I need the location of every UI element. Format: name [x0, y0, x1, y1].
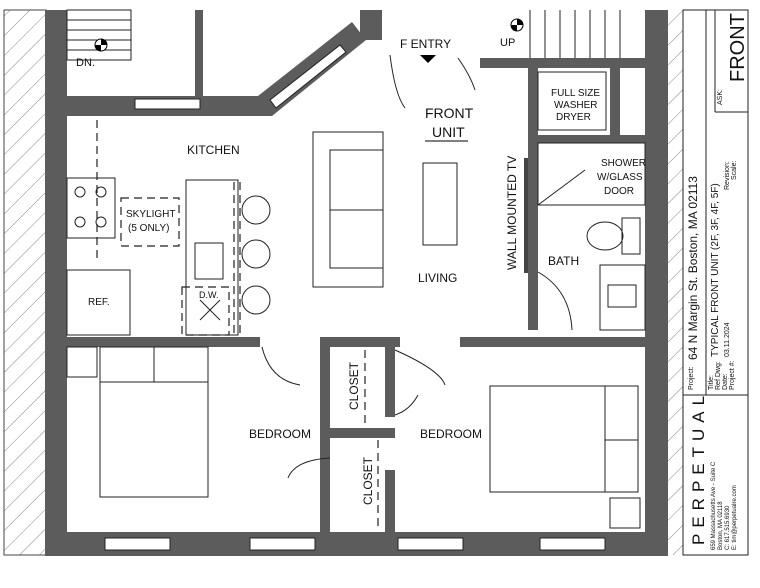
unit-label-2: UNIT — [432, 124, 465, 140]
walls — [45, 10, 668, 556]
refrigerator — [66, 269, 131, 336]
stair-down — [66, 9, 132, 61]
closet-2-label: CLOSET — [361, 456, 375, 505]
dishwasher — [181, 286, 230, 336]
kitchen-label: KITCHEN — [187, 143, 240, 157]
project-label: Project: — [688, 366, 695, 390]
bedroom-left-label: BEDROOM — [249, 427, 311, 441]
ask-label: ASK: — [717, 89, 724, 105]
ref-label: REF. — [88, 297, 110, 308]
bedroom-right-label: BEDROOM — [420, 427, 482, 441]
firm-logo: PERPETUAL — [689, 390, 708, 545]
firm-address-2: Boston, MA 02118 — [718, 501, 724, 550]
washer-label-1: FULL SIZE — [551, 88, 600, 99]
date-label: Date: — [722, 373, 729, 390]
ask-value: FRONT — [727, 13, 749, 82]
tv-label: WALL MOUNTED TV — [505, 156, 519, 270]
ref-dwg-label: Ref Dwg: — [715, 361, 722, 390]
drawing-title: TYPICAL FRONT UNIT (2F, 3F, 4F, 5F) — [710, 183, 721, 357]
project-no-label: Project #: — [729, 360, 736, 390]
skylight-label-2: (5 ONLY) — [128, 223, 170, 234]
title-block: Project: 64 N Margin St. Boston, MA 0211… — [682, 9, 749, 556]
exterior-hatch-left — [3, 9, 47, 556]
kitchen-sink — [194, 242, 224, 280]
stair-up-label: UP — [500, 37, 515, 49]
vanity — [599, 264, 646, 331]
stair-down-label: DN. — [76, 57, 95, 69]
project-address: 64 N Margin St. Boston, MA 02113 — [686, 176, 700, 360]
shower-label-3: DOOR — [604, 186, 634, 197]
living-label: LIVING — [418, 271, 457, 285]
skylight-label-1: SKYLIGHT — [126, 209, 175, 220]
scale-label: Scale: — [731, 160, 738, 180]
shower-label-2: W/GLASS — [597, 172, 643, 183]
bath-label: BATH — [548, 254, 579, 268]
firm-phone: C: 617.515.6930 — [725, 505, 731, 550]
windows — [104, 44, 606, 551]
stools — [241, 195, 271, 315]
exterior-hatch-right — [667, 10, 683, 555]
washer-label-3: DRYER — [556, 112, 591, 123]
shower — [537, 142, 646, 206]
shower-label-1: SHOWER — [601, 158, 646, 169]
firm-address-1: 659 Massachusetts Ave - Suite C — [711, 461, 717, 550]
entry-door-swing — [389, 54, 406, 109]
firm-email: E: tim@perpetualre.com — [732, 485, 738, 550]
closet-1-label: CLOSET — [347, 361, 361, 410]
toilet — [586, 217, 641, 255]
washer-dryer — [537, 71, 607, 131]
entry-label: F ENTRY — [400, 37, 451, 51]
unit-label-1: FRONT — [425, 105, 474, 121]
entry-arrow-icon — [420, 55, 436, 63]
title-label: Title: — [708, 375, 715, 390]
skylight — [120, 197, 180, 247]
washer-label-2: WASHER — [554, 100, 598, 111]
nightstand — [66, 346, 98, 378]
stair-up — [529, 10, 621, 58]
stove — [66, 177, 116, 239]
nightstand-right — [609, 497, 641, 529]
drawing-date: 03.11.2024 — [724, 322, 731, 357]
dw-label: D.W. — [199, 290, 219, 300]
bed-right — [489, 385, 639, 493]
coffee-table — [422, 162, 458, 246]
revision-label: Revision: — [724, 161, 731, 190]
